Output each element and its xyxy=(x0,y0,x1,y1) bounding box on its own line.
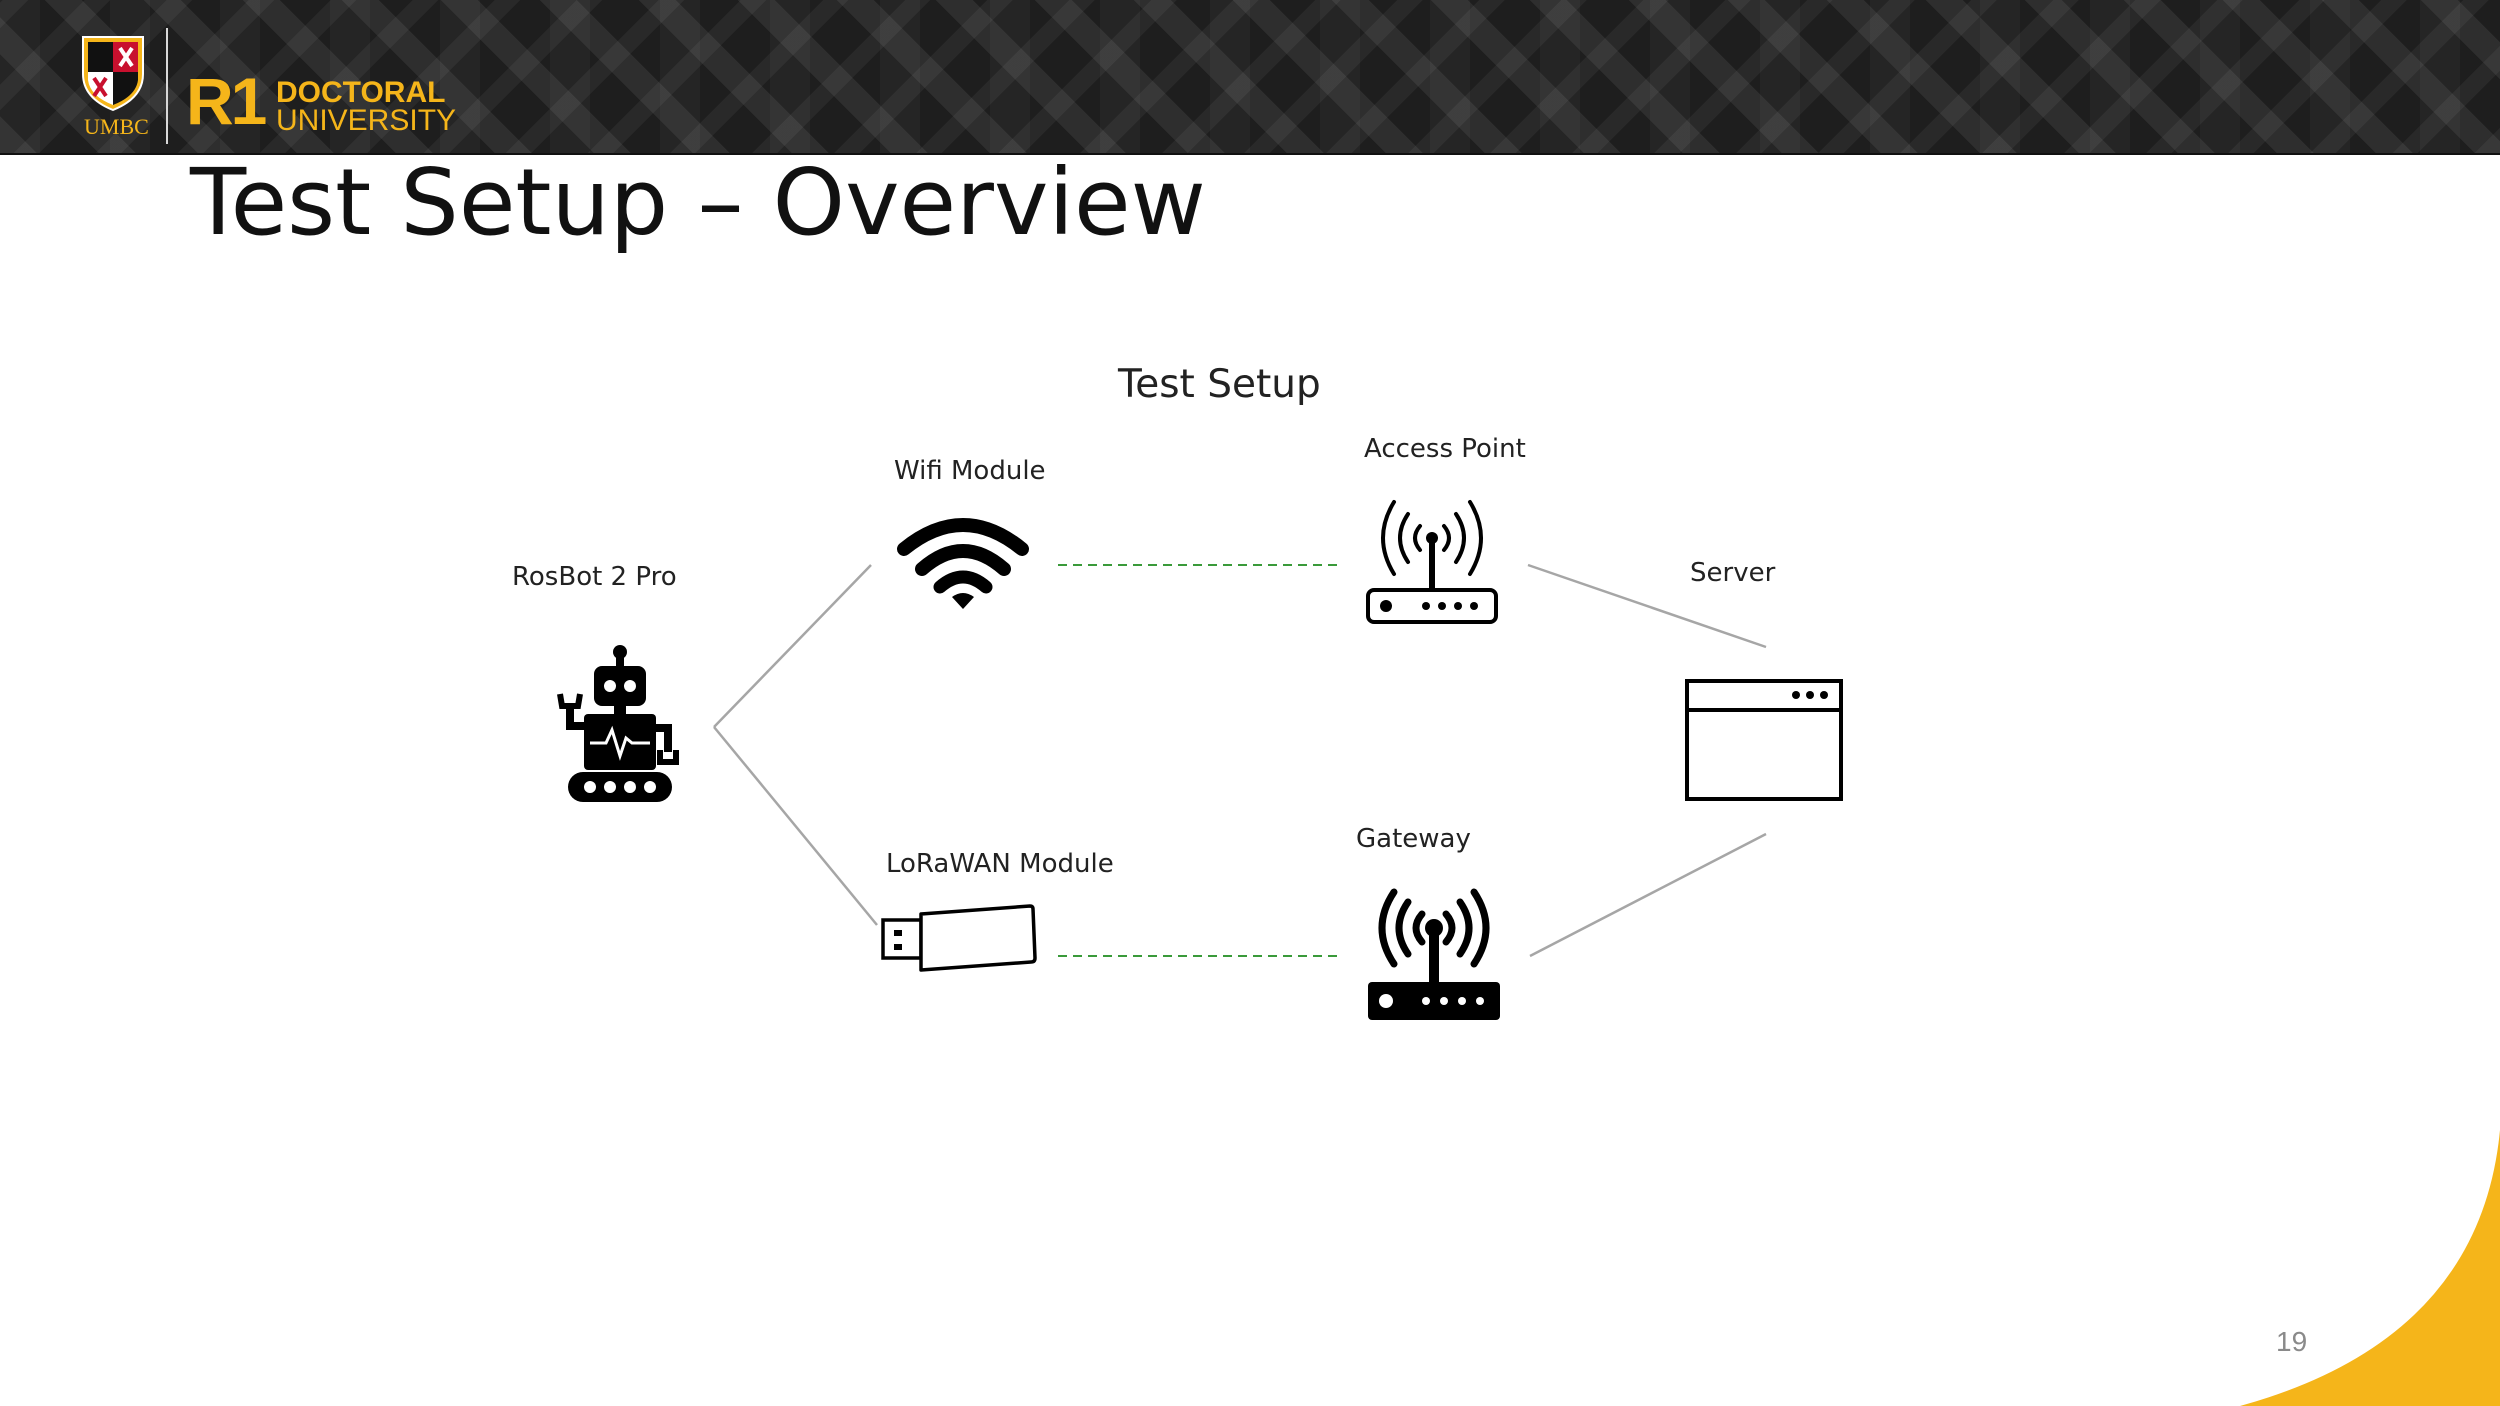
server-label: Server xyxy=(1690,558,1776,588)
badge-line-doctoral: DOCTORAL xyxy=(276,76,446,109)
wifi-label: Wifi Module xyxy=(894,456,1046,486)
browser-window-icon xyxy=(1685,679,1843,801)
lora-label: LoRaWAN Module xyxy=(886,849,1114,879)
gateway-icon xyxy=(1368,888,1500,1020)
router-icon xyxy=(1366,500,1498,624)
edge-access-point-server xyxy=(1527,563,1767,649)
logo-divider xyxy=(166,28,168,144)
edge-robot-lora xyxy=(713,726,878,926)
robot-label: RosBot 2 Pro xyxy=(512,562,677,592)
slide-title: Test Setup – Overview xyxy=(190,149,1206,256)
diagram-title: Test Setup xyxy=(1118,362,1321,407)
page-number: 19 xyxy=(2276,1326,2308,1357)
r1-badge: R1 xyxy=(186,64,267,138)
header-banner: UMBC R1 DOCTORAL UNIVERSITY xyxy=(0,0,2500,155)
wifi-icon xyxy=(897,518,1029,609)
badge-line-university: UNIVERSITY xyxy=(276,104,457,137)
edge-gateway-server xyxy=(1529,832,1767,958)
gateway-label: Gateway xyxy=(1356,824,1471,854)
edge-robot-wifi xyxy=(713,564,872,728)
robot-icon xyxy=(557,645,679,802)
access-point-label: Access Point xyxy=(1364,434,1526,464)
umbc-shield-icon xyxy=(82,36,144,112)
usb-stick-icon xyxy=(881,904,1037,972)
umbc-wordmark: UMBC xyxy=(84,114,149,139)
